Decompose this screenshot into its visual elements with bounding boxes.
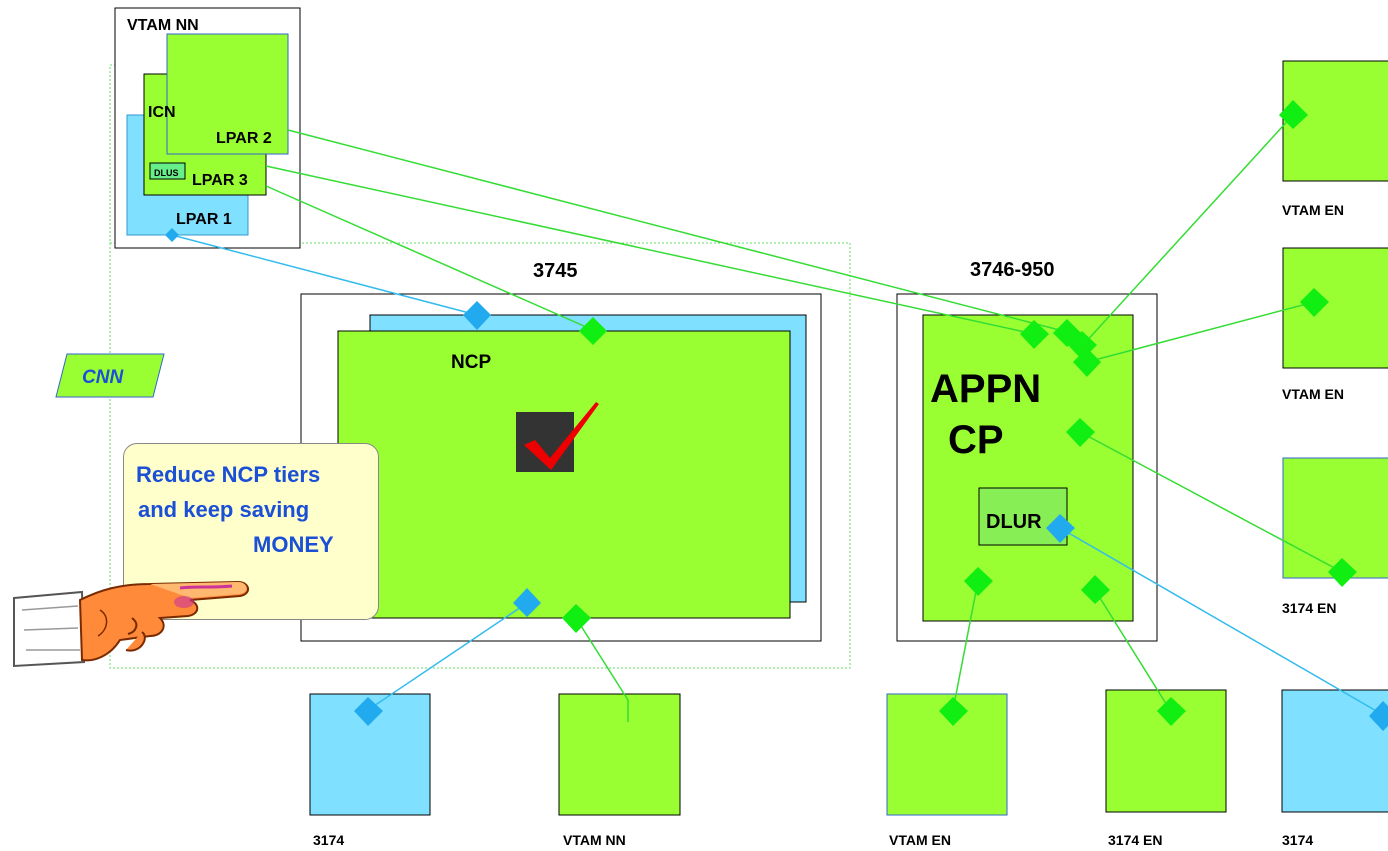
node-diamond <box>1081 575 1110 604</box>
node-diamond <box>939 697 968 726</box>
lpar1-label: LPAR 1 <box>176 211 232 228</box>
cnn-boundary <box>109 242 851 669</box>
node-diamond <box>1046 514 1075 543</box>
node-diamond <box>579 317 607 345</box>
bottom-node-4-label: 3174 EN <box>1108 832 1162 848</box>
callout-line-2: and keep saving <box>138 497 310 522</box>
link-appn-right2 <box>1086 301 1315 363</box>
node-diamond <box>513 588 541 617</box>
bottom-node-2-label: VTAM NN <box>563 832 626 848</box>
link-appn-right3 <box>1079 431 1343 573</box>
node-diamond <box>1328 558 1357 587</box>
node-diamond <box>165 228 179 242</box>
dlur-label: DLUR <box>986 511 1042 533</box>
lpar3-label: LPAR 3 <box>192 172 248 189</box>
link-lpar3-ncp <box>265 185 594 331</box>
bottom-node-1-label: 3174 <box>313 832 344 848</box>
link-appn-bottom-vtam-en <box>952 580 979 711</box>
right-node-1-label: VTAM EN <box>1282 202 1344 218</box>
icn-label: ICN <box>148 104 176 121</box>
link-dlur-3174 <box>1059 527 1386 717</box>
node-diamond <box>1066 418 1095 447</box>
appn-label: APPN <box>930 367 1041 411</box>
pointing-hand-icon <box>13 580 249 668</box>
callout-line-1: Reduce NCP tiers <box>136 462 321 487</box>
link-ncp-3174 <box>367 602 528 711</box>
node-diamond <box>1073 348 1101 377</box>
node-diamond <box>1157 697 1186 726</box>
node-diamond <box>562 604 591 633</box>
lpar2-box <box>166 33 289 155</box>
cnn-label: CNN <box>82 367 124 388</box>
link-appn-bottom-3174-en <box>1094 589 1171 711</box>
dlur-box <box>978 487 1068 546</box>
callout-line-3: MONEY <box>253 532 334 557</box>
node-diamond <box>1369 701 1388 731</box>
bottom-node-vtam-nn <box>558 693 681 816</box>
right-node-3174-en <box>1282 457 1388 579</box>
bottom-node-5-label: 3174 <box>1282 832 1313 848</box>
appn-box <box>922 314 1134 622</box>
cp-label: CP <box>948 418 1004 462</box>
bottom-node-3174-b <box>1281 689 1388 813</box>
link-ncp-vtam-nn <box>575 617 629 701</box>
dlus-label: DLUS <box>154 168 179 178</box>
link-lpar1-ncp <box>171 234 478 316</box>
node-diamond <box>964 567 993 596</box>
dlus-badge <box>149 162 186 180</box>
ncp-box <box>337 330 791 619</box>
ncp-label: NCP <box>451 352 491 373</box>
node-diamond <box>1020 320 1049 349</box>
node-diamond <box>1279 100 1308 129</box>
lpar2-label: LPAR 2 <box>216 130 272 147</box>
right-node-vtam-en-2 <box>1282 247 1388 369</box>
link-lpar3-appn <box>265 165 1035 335</box>
frame-3746-title: 3746-950 <box>970 259 1055 281</box>
checkmark-icon <box>524 402 599 470</box>
frame-3745-title: 3745 <box>533 260 578 282</box>
node-diamond <box>1300 288 1329 317</box>
link-appn-right1 <box>1082 114 1294 346</box>
node-diamond <box>463 301 491 330</box>
right-node-2-label: VTAM EN <box>1282 386 1344 402</box>
right-node-3-label: 3174 EN <box>1282 600 1336 616</box>
bottom-node-3-label: VTAM EN <box>889 832 951 848</box>
node-diamond <box>1068 331 1097 360</box>
cnn-shape <box>55 353 165 398</box>
node-diamond <box>354 697 383 726</box>
link-lpar2-appn <box>287 129 1068 333</box>
host-title: VTAM NN <box>127 17 199 34</box>
